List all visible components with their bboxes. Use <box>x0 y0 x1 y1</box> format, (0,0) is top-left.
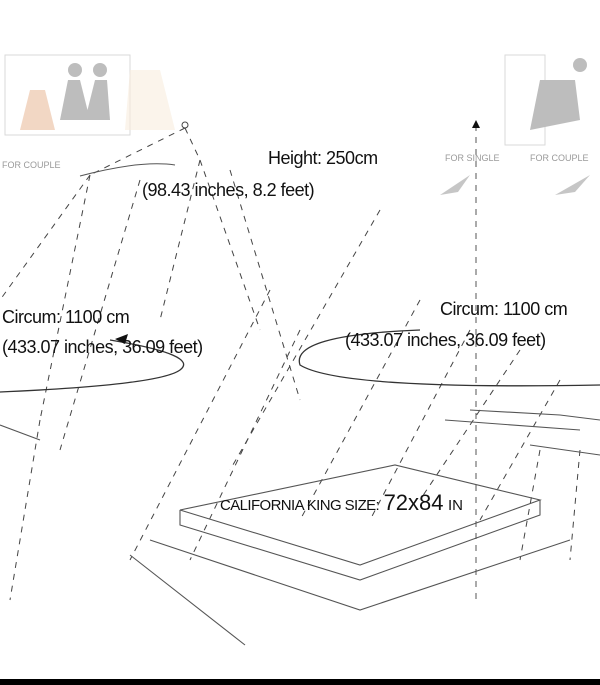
badge-for-couple-right: FOR COUPLE <box>530 153 589 163</box>
bed-size-value: 72x84 <box>383 490 444 515</box>
circumference-right-label: Circum: 1100 cm <box>440 299 568 319</box>
circumference-ellipse-right <box>298 329 600 387</box>
bottom-border <box>0 679 600 685</box>
bed-size-label: CALIFORNIA KING SIZE: 72x84 IN <box>220 490 463 516</box>
height-sub: (98.43 inches, 8.2 feet) <box>142 180 315 200</box>
circumference-ellipse-left <box>0 339 185 393</box>
single-icon <box>440 54 590 195</box>
badge-for-couple-left: FOR COUPLE <box>2 160 61 170</box>
bed <box>0 409 600 646</box>
circumference-right-sub: (433.07 inches, 36.09 feet) <box>345 330 546 350</box>
badge-for-single: FOR SINGLE <box>445 153 500 163</box>
circumference-left-label: Circum: 1100 cm <box>2 307 130 327</box>
height-label: Height: 250cm <box>268 148 378 168</box>
bed-size-unit: IN <box>447 497 463 514</box>
bed-size-title: CALIFORNIA KING SIZE: <box>220 497 380 514</box>
net-canopy <box>0 121 581 601</box>
couple-icon <box>4 54 175 136</box>
circumference-left-sub: (433.07 inches, 36.09 feet) <box>2 337 203 357</box>
